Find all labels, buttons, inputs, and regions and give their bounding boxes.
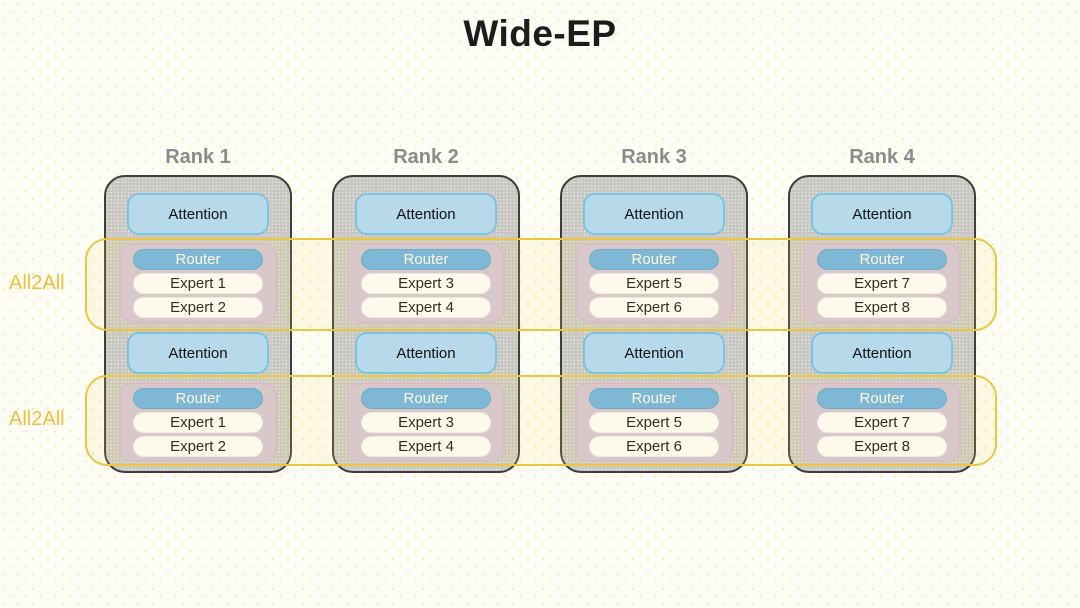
expert-pill: Expert 1 <box>133 272 263 294</box>
rank-2-column: Rank 2 Attention Router Expert 3 Expert … <box>332 144 520 473</box>
attention-block: Attention <box>811 193 953 235</box>
expert-pill: Expert 6 <box>589 435 719 457</box>
rank-4-box: Attention Router Expert 7 Expert 8 Atten… <box>788 175 976 473</box>
expert-pill: Expert 3 <box>361 272 491 294</box>
router-pill: Router <box>361 248 491 270</box>
rank-4-column: Rank 4 Attention Router Expert 7 Expert … <box>788 144 976 473</box>
expert-pill: Expert 3 <box>361 411 491 433</box>
all2all-label-1: All2All <box>9 272 65 294</box>
rank-3-box: Attention Router Expert 5 Expert 6 Atten… <box>560 175 748 473</box>
attention-block: Attention <box>811 332 953 374</box>
moe-group: Router Expert 1 Expert 2 <box>119 382 277 462</box>
ranks-row: Rank 1 Attention Router Expert 1 Expert … <box>104 144 976 473</box>
router-pill: Router <box>589 387 719 409</box>
expert-pill: Expert 4 <box>361 296 491 318</box>
router-pill: Router <box>817 387 947 409</box>
expert-pill: Expert 5 <box>589 272 719 294</box>
moe-group: Router Expert 7 Expert 8 <box>803 243 961 323</box>
expert-pill: Expert 5 <box>589 411 719 433</box>
rank-1-label: Rank 1 <box>165 146 231 168</box>
router-pill: Router <box>133 248 263 270</box>
expert-pill: Expert 4 <box>361 435 491 457</box>
expert-pill: Expert 7 <box>817 411 947 433</box>
router-pill: Router <box>817 248 947 270</box>
expert-pill: Expert 7 <box>817 272 947 294</box>
attention-block: Attention <box>583 332 725 374</box>
rank-2-label: Rank 2 <box>393 146 459 168</box>
router-pill: Router <box>589 248 719 270</box>
expert-pill: Expert 2 <box>133 435 263 457</box>
expert-pill: Expert 6 <box>589 296 719 318</box>
moe-group: Router Expert 3 Expert 4 <box>347 382 505 462</box>
rank-1-column: Rank 1 Attention Router Expert 1 Expert … <box>104 144 292 473</box>
expert-pill: Expert 8 <box>817 296 947 318</box>
moe-group: Router Expert 7 Expert 8 <box>803 382 961 462</box>
attention-block: Attention <box>355 193 497 235</box>
rank-4-label: Rank 4 <box>849 146 915 168</box>
router-pill: Router <box>133 387 263 409</box>
rank-2-box: Attention Router Expert 3 Expert 4 Atten… <box>332 175 520 473</box>
attention-block: Attention <box>355 332 497 374</box>
attention-block: Attention <box>127 193 269 235</box>
rank-3-column: Rank 3 Attention Router Expert 5 Expert … <box>560 144 748 473</box>
page-title: Wide-EP <box>463 13 617 54</box>
attention-block: Attention <box>583 193 725 235</box>
moe-group: Router Expert 5 Expert 6 <box>575 382 733 462</box>
expert-pill: Expert 8 <box>817 435 947 457</box>
rank-1-box: Attention Router Expert 1 Expert 2 Atten… <box>104 175 292 473</box>
moe-group: Router Expert 5 Expert 6 <box>575 243 733 323</box>
moe-group: Router Expert 3 Expert 4 <box>347 243 505 323</box>
router-pill: Router <box>361 387 491 409</box>
moe-group: Router Expert 1 Expert 2 <box>119 243 277 323</box>
expert-pill: Expert 2 <box>133 296 263 318</box>
rank-3-label: Rank 3 <box>621 146 687 168</box>
attention-block: Attention <box>127 332 269 374</box>
all2all-label-2: All2All <box>9 408 65 430</box>
expert-pill: Expert 1 <box>133 411 263 433</box>
